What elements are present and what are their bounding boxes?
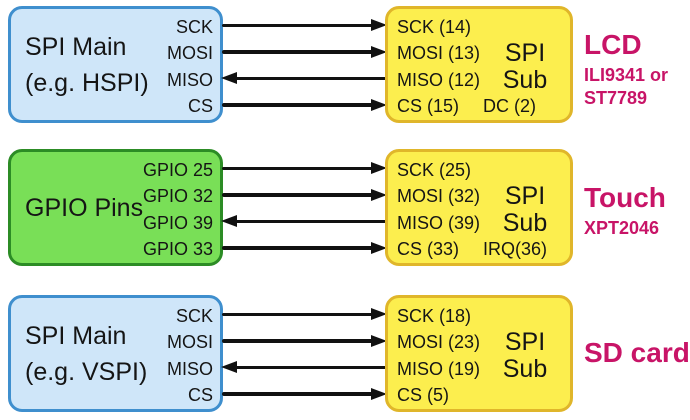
spi-sub-label-line: SPI — [504, 182, 546, 210]
pin-label: GPIO 32 — [142, 186, 213, 207]
wire-line — [222, 50, 375, 54]
arrowhead-icon — [371, 162, 387, 174]
box-title-line: GPIO Pins — [25, 193, 144, 222]
device-name: LCD — [584, 29, 642, 60]
pin-label: SCK (25) — [397, 159, 472, 180]
wire-line — [222, 339, 375, 343]
pin-column: SCK (18) MOSI (23) MISO (19) CS (5) — [397, 303, 480, 409]
spi-sub-label-line: SPI — [504, 39, 546, 67]
arrowhead-icon — [371, 19, 387, 31]
device-details: XPT2046 — [584, 217, 666, 240]
pin-label: GPIO 39 — [142, 212, 213, 233]
pin-label: MISO — [166, 358, 213, 379]
pin-column: SCK (14) MOSI (13) MISO (12) CS (15) DC (… — [397, 14, 536, 120]
pin-label: MOSI (32) — [397, 186, 481, 207]
device-label-touch: Touch XPT2046 — [584, 182, 666, 240]
arrowhead-icon — [371, 45, 387, 58]
arrowhead-icon — [371, 188, 387, 201]
device-detail-line: ILI9341 or — [584, 65, 669, 85]
box-title: SPI Main (e.g. HSPI) — [25, 29, 149, 101]
pin-label: SCK (18) — [397, 305, 472, 326]
device-details: ILI9341 or ST7789 — [584, 64, 668, 110]
pin-label: MISO (39) — [397, 212, 481, 233]
pin-column: SCK MOSI MISO CS — [167, 14, 213, 120]
arrowhead-icon — [371, 98, 387, 111]
pin-label: GPIO 25 — [142, 159, 213, 180]
pin-label-extra: DC (2) — [483, 96, 537, 117]
pin-label: CS (33) — [397, 239, 460, 260]
pin-label: GPIO 33 — [142, 239, 213, 260]
pin-label: CS (5) — [397, 383, 449, 410]
pin-label: SCK (14) — [397, 16, 472, 37]
wire-line — [222, 166, 375, 171]
device-name: Touch — [584, 182, 666, 213]
pin-label: MOSI — [166, 332, 213, 353]
wire-line — [222, 193, 375, 197]
bus-row-touch: GPIO Pins GPIO 25 GPIO 32 GPIO 39 GPIO 3… — [0, 149, 690, 267]
pin-column: SCK MOSI MISO CS — [167, 303, 213, 409]
arrowhead-icon — [221, 361, 237, 373]
box-title: SPI Main (e.g. VSPI) — [25, 318, 147, 390]
arrowhead-icon — [371, 387, 387, 400]
pin-column: SCK (25) MOSI (32) MISO (39) CS (33) IRQ(… — [397, 157, 547, 263]
pin-label: CS (5) — [397, 385, 450, 406]
device-label-sdcard: SD card — [584, 337, 690, 372]
pin-label: MISO (12) — [397, 69, 481, 90]
spi-sub-label-line: Sub — [502, 209, 548, 237]
device-name: SD card — [584, 337, 690, 368]
pin-label: MOSI (23) — [397, 332, 481, 353]
pin-label: MISO (19) — [397, 358, 481, 379]
pin-label: CS (15) — [397, 96, 460, 117]
spi-main-vspi-box: SPI Main (e.g. VSPI) SCK MOSI MISO CS — [8, 295, 223, 412]
arrowhead-icon — [371, 308, 387, 320]
wire-line — [233, 365, 386, 370]
device-detail-line: ST7789 — [584, 88, 648, 108]
pin-label: CS — [187, 96, 213, 117]
wire-line — [233, 76, 386, 81]
spi-sub-box-touch: SCK (25) MOSI (32) MISO (39) CS (33) IRQ(… — [385, 149, 573, 266]
box-title-line: (e.g. HSPI) — [25, 68, 149, 97]
pin-label: CS (33) IRQ(36) — [397, 237, 547, 264]
spi-sub-label-line: Sub — [502, 66, 548, 94]
wire-line — [222, 312, 375, 317]
device-detail-line: XPT2046 — [584, 218, 660, 238]
pin-column: GPIO 25 GPIO 32 GPIO 39 GPIO 33 — [143, 157, 213, 263]
pin-label: SCK — [175, 305, 213, 326]
arrowhead-icon — [371, 241, 387, 254]
box-title-line: SPI Main — [25, 321, 127, 350]
wire-line — [222, 246, 375, 250]
spi-sub-box-lcd: SCK (14) MOSI (13) MISO (12) CS (15) DC (… — [385, 6, 573, 123]
spi-sub-label-line: Sub — [502, 355, 548, 383]
box-title: GPIO Pins — [25, 190, 143, 226]
wire-line — [222, 103, 375, 107]
pin-label-extra: IRQ(36) — [483, 239, 548, 260]
pin-label: SCK — [175, 16, 213, 37]
device-label-lcd: LCD ILI9341 or ST7789 — [584, 29, 668, 110]
arrowhead-icon — [371, 334, 387, 347]
spi-main-hspi-box: SPI Main (e.g. HSPI) SCK MOSI MISO CS — [8, 6, 223, 123]
arrowhead-icon — [221, 72, 237, 84]
gpio-pins-box: GPIO Pins GPIO 25 GPIO 32 GPIO 39 GPIO 3… — [8, 149, 223, 266]
bus-row-sdcard: SPI Main (e.g. VSPI) SCK MOSI MISO CS SCK… — [0, 295, 690, 413]
wire-line — [222, 392, 375, 396]
wire-line — [222, 23, 375, 28]
pin-label: CS — [187, 385, 213, 406]
pin-label: CS (15) DC (2) — [397, 94, 536, 121]
pin-label: MOSI — [166, 43, 213, 64]
bus-row-lcd: SPI Main (e.g. HSPI) SCK MOSI MISO CS SCK… — [0, 6, 690, 124]
pin-label: MOSI (13) — [397, 43, 481, 64]
pin-label: MISO — [166, 69, 213, 90]
box-title-line: (e.g. VSPI) — [25, 357, 148, 386]
arrowhead-icon — [221, 215, 237, 227]
wire-line — [233, 219, 386, 224]
spi-sub-label-line: SPI — [504, 328, 546, 356]
box-title-line: SPI Main — [25, 32, 127, 61]
